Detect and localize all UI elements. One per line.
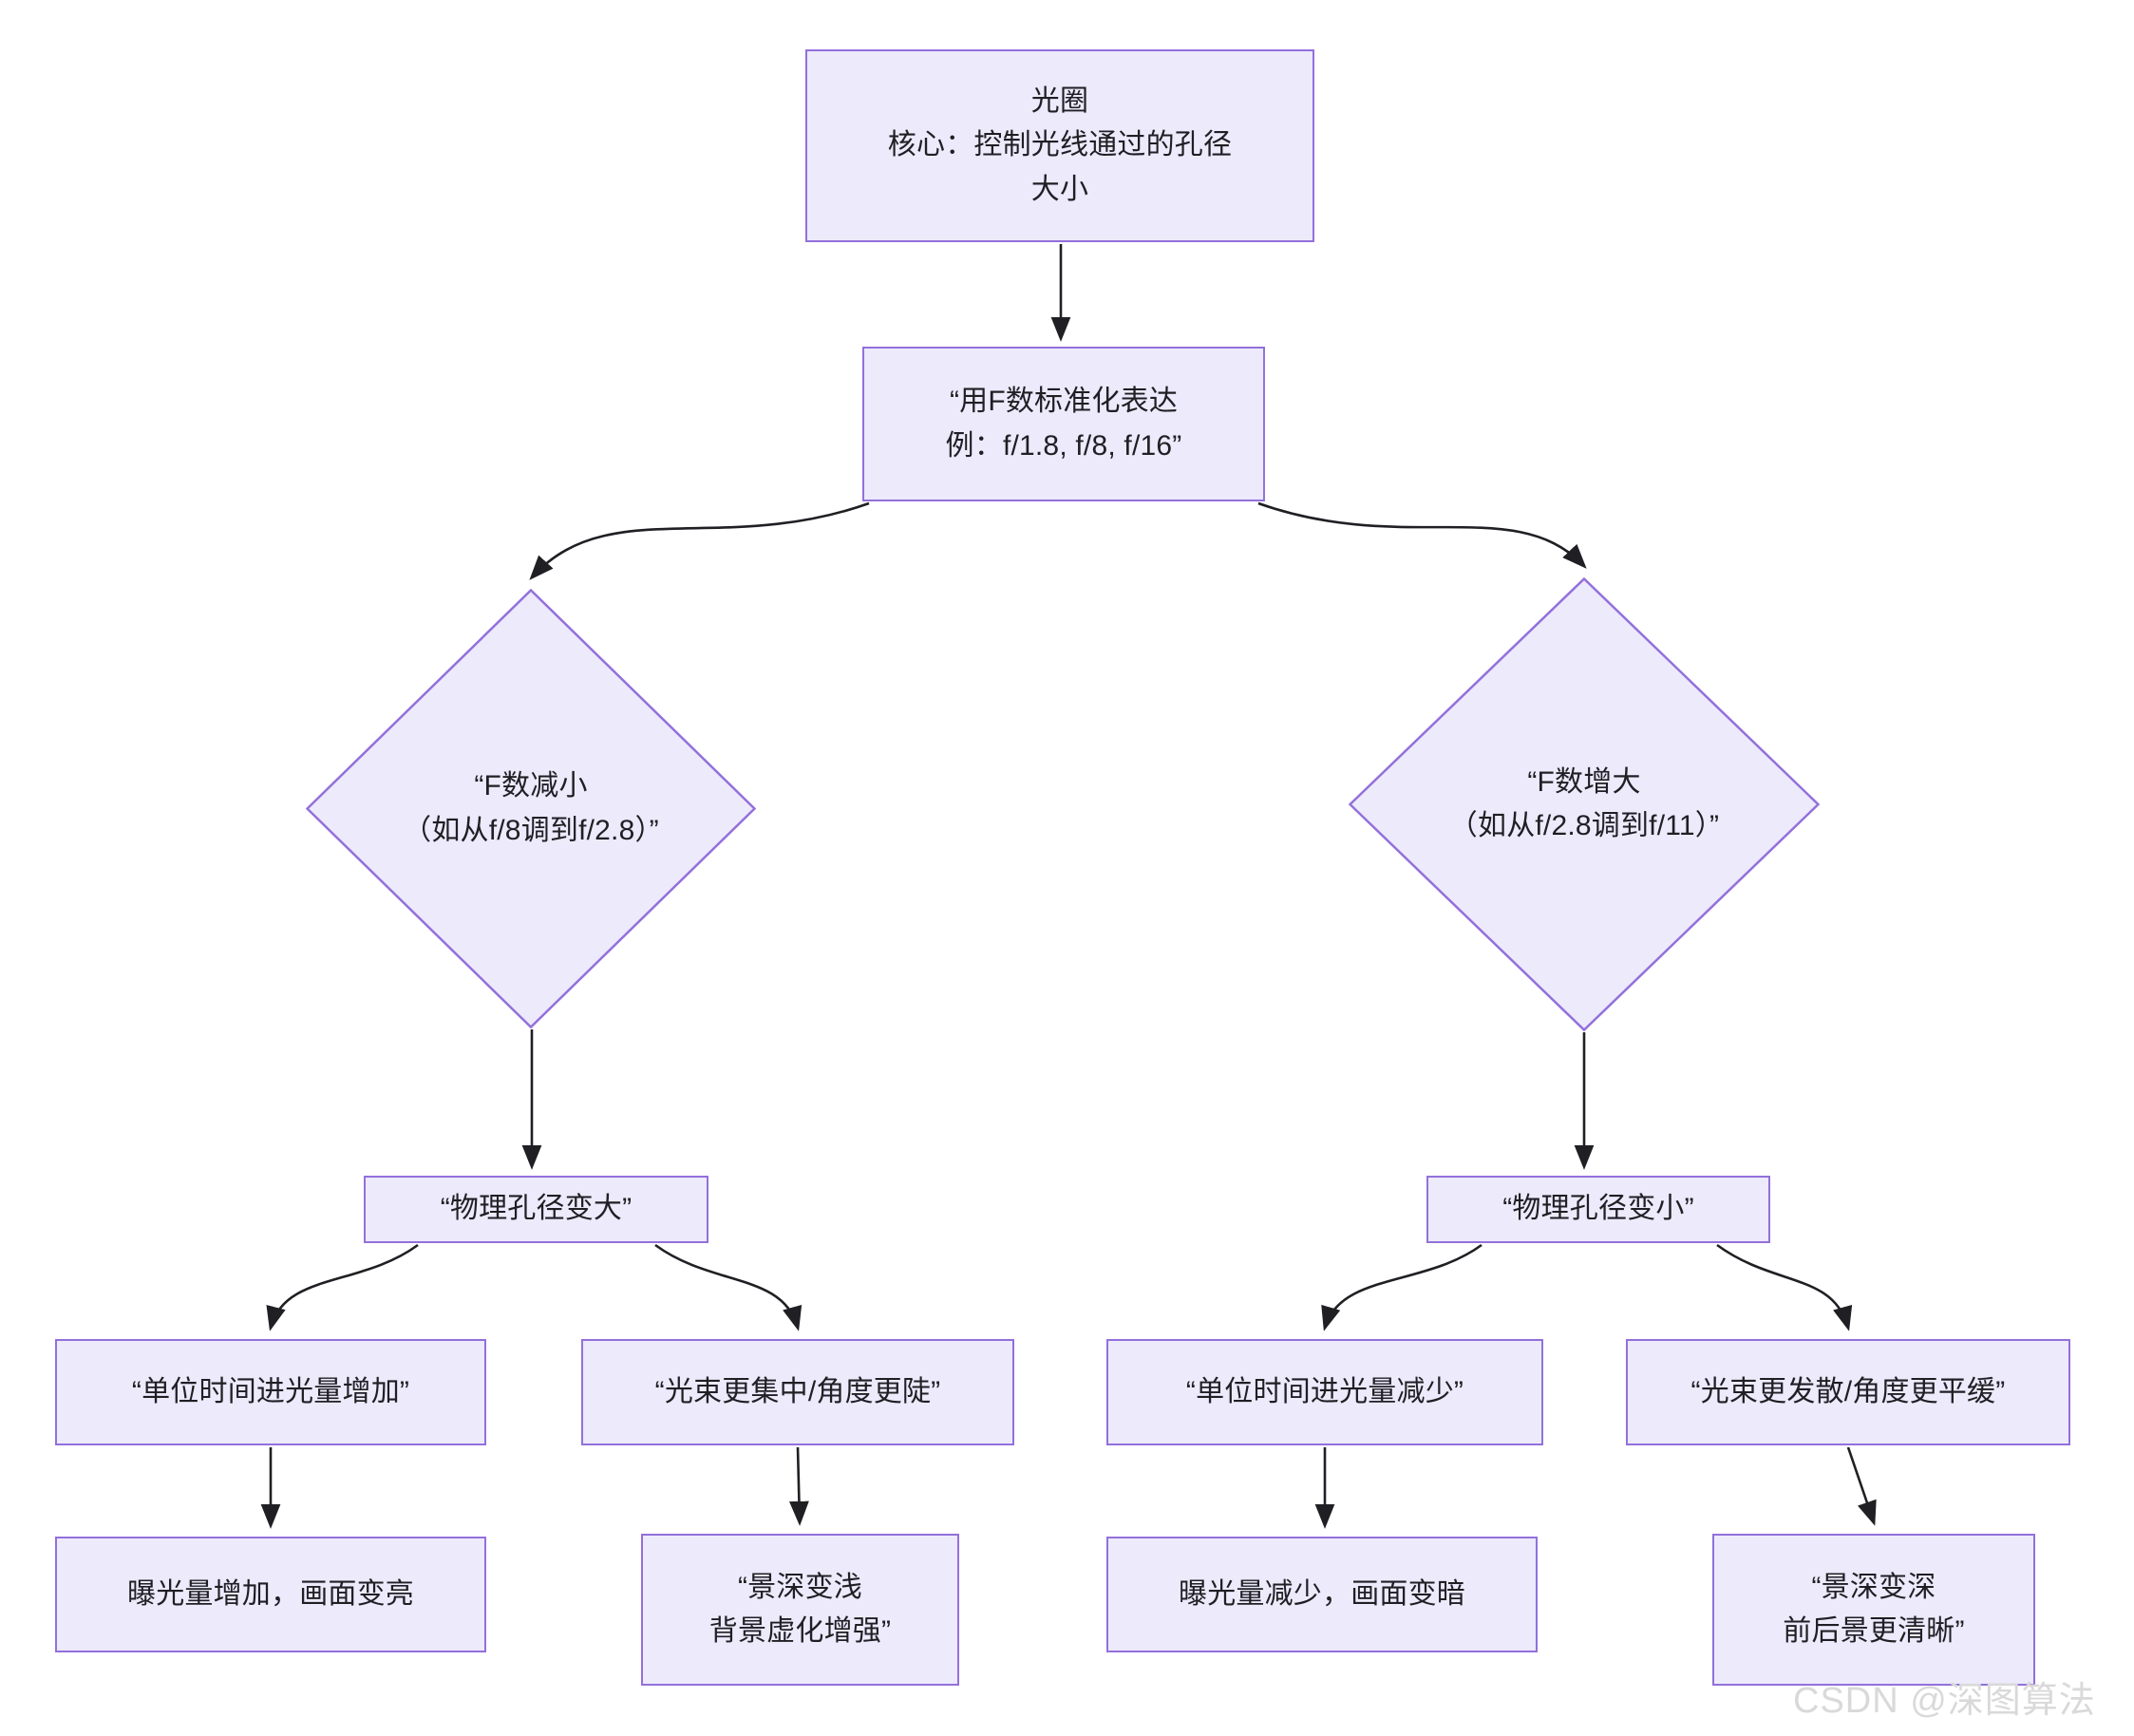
flow-node-label: “光束更集中/角度更陡” bbox=[654, 1375, 941, 1407]
diamond-outline bbox=[306, 589, 756, 1028]
flow-node-label: “景深变浅 背景虚化增强” bbox=[708, 1571, 892, 1648]
flow-node-label: “光束更发散/角度更平缓” bbox=[1690, 1375, 2006, 1407]
flow-node-n5[interactable]: “物理孔径变大” bbox=[364, 1176, 708, 1243]
flow-node-n2[interactable]: “用F数标准化表达 例：f/1.8, f/8, f/16” bbox=[862, 347, 1265, 501]
flow-node-n4[interactable]: “F数增大 （如从f/2.8调到f/11）” bbox=[1349, 577, 1820, 1031]
flow-node-n8[interactable]: “光束更集中/角度更陡” bbox=[581, 1339, 1014, 1445]
flow-node-n10[interactable]: “光束更发散/角度更平缓” bbox=[1626, 1339, 2070, 1445]
flow-edge-n2-to-n4 bbox=[1257, 501, 1587, 569]
flow-node-label: “F数增大 （如从f/2.8调到f/11）” bbox=[1448, 765, 1720, 842]
diamond-outline bbox=[1349, 577, 1820, 1031]
flow-edge-n6-to-n10 bbox=[1716, 1243, 1853, 1331]
flow-node-n14[interactable]: “景深变深 前后景更清晰” bbox=[1712, 1534, 2035, 1686]
flow-node-label: “用F数标准化表达 例：f/1.8, f/8, f/16” bbox=[945, 386, 1182, 462]
csdn-watermark: CSDN @深图算法 bbox=[1793, 1681, 2096, 1721]
flow-edge-n6-to-n9 bbox=[1321, 1243, 1482, 1331]
flow-node-n6[interactable]: “物理孔径变小” bbox=[1426, 1176, 1770, 1243]
flow-node-label: “F数减小 （如从f/8调到f/2.8）” bbox=[403, 770, 659, 846]
flow-node-n3[interactable]: “F数减小 （如从f/8调到f/2.8）” bbox=[306, 589, 756, 1028]
flow-node-n7[interactable]: “单位时间进光量增加” bbox=[55, 1339, 486, 1445]
flow-edge-n2-to-n3 bbox=[529, 501, 870, 580]
flow-node-n12[interactable]: “景深变浅 背景虚化增强” bbox=[641, 1534, 959, 1686]
flow-edge-n8-to-n12 bbox=[789, 1446, 809, 1526]
flow-node-label: “景深变深 前后景更清晰” bbox=[1783, 1571, 1965, 1648]
flow-node-label: “物理孔径变大” bbox=[440, 1193, 633, 1225]
flow-node-n11[interactable]: 曝光量增加，画面变亮 bbox=[55, 1537, 486, 1652]
flow-node-label: “单位时间进光量增加” bbox=[131, 1375, 410, 1407]
flow-node-n9[interactable]: “单位时间进光量减少” bbox=[1106, 1339, 1543, 1445]
flow-node-label: “单位时间进光量减少” bbox=[1185, 1375, 1464, 1407]
flow-node-label: 曝光量减少，画面变暗 bbox=[1179, 1577, 1465, 1610]
flow-node-n13[interactable]: 曝光量减少，画面变暗 bbox=[1106, 1537, 1538, 1652]
flow-node-label: “物理孔径变小” bbox=[1502, 1193, 1694, 1225]
flow-edge-n10-to-n14 bbox=[1846, 1446, 1877, 1526]
flow-edge-n5-to-n8 bbox=[654, 1243, 803, 1331]
flow-node-label: 光圈 核心：控制光线通过的孔径 大小 bbox=[887, 85, 1233, 205]
flow-node-n1[interactable]: 光圈 核心：控制光线通过的孔径 大小 bbox=[805, 49, 1314, 242]
flow-node-label: 曝光量增加，画面变亮 bbox=[127, 1577, 414, 1610]
flow-edge-n5-to-n7 bbox=[266, 1243, 419, 1331]
